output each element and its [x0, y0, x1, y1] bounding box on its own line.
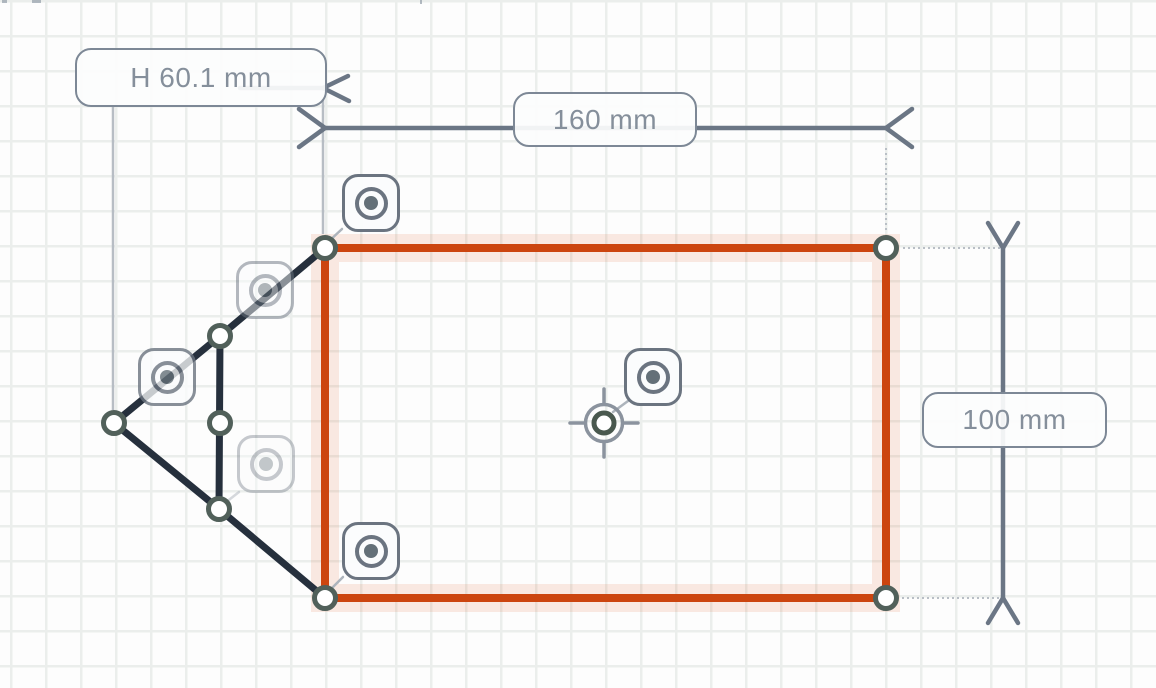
origin-inner-ring	[591, 410, 617, 436]
coincident-constraint-badge[interactable]	[237, 435, 295, 493]
coincident-constraint-badge[interactable]	[624, 348, 682, 406]
dimension-label-offset[interactable]: H 60.1 mm	[75, 48, 327, 107]
circle-dot-icon	[354, 534, 388, 568]
circle-dot-icon	[636, 360, 670, 394]
clipped-text-fragment	[2, 0, 7, 3]
vertex-handle-rect-top-left[interactable]	[312, 235, 338, 261]
width-arrow-right	[883, 106, 915, 150]
circle-dot-icon	[150, 360, 184, 394]
dimension-label-height[interactable]: 100 mm	[922, 392, 1107, 448]
vertex-handle-rect-bottom-right[interactable]	[873, 585, 899, 611]
coincident-constraint-badge[interactable]	[342, 522, 400, 580]
width-arrow-left	[296, 106, 328, 150]
origin-outer-ring	[583, 402, 625, 444]
coincident-constraint-badge[interactable]	[236, 261, 294, 319]
rectangle-outline[interactable]	[321, 244, 890, 602]
circle-dot-icon	[248, 273, 282, 307]
clipped-text-fragment	[420, 0, 422, 4]
clipped-text-fragment	[32, 0, 41, 3]
extension-lines-dotted	[885, 148, 1001, 599]
vertex-handle-polyline-left[interactable]	[101, 410, 127, 436]
circle-dot-icon	[354, 186, 388, 220]
extension-lines	[111, 100, 325, 410]
height-arrow-bottom	[985, 595, 1021, 626]
selected-rectangle[interactable]	[311, 234, 900, 612]
vertex-handle-rect-bottom-left[interactable]	[312, 585, 338, 611]
vertex-handle-polyline-upper[interactable]	[207, 323, 233, 349]
coincident-constraint-badge[interactable]	[138, 348, 196, 406]
circle-dot-icon	[249, 447, 283, 481]
vertex-handle-polyline-lower[interactable]	[206, 496, 232, 522]
vertex-handle-rect-top-right[interactable]	[873, 235, 899, 261]
height-arrow-top	[985, 220, 1021, 251]
origin-marker[interactable]	[568, 387, 640, 459]
dimension-label-width[interactable]: 160 mm	[513, 92, 697, 147]
vertex-handle-polyline-mid[interactable]	[207, 410, 233, 436]
coincident-constraint-badge[interactable]	[342, 174, 400, 232]
